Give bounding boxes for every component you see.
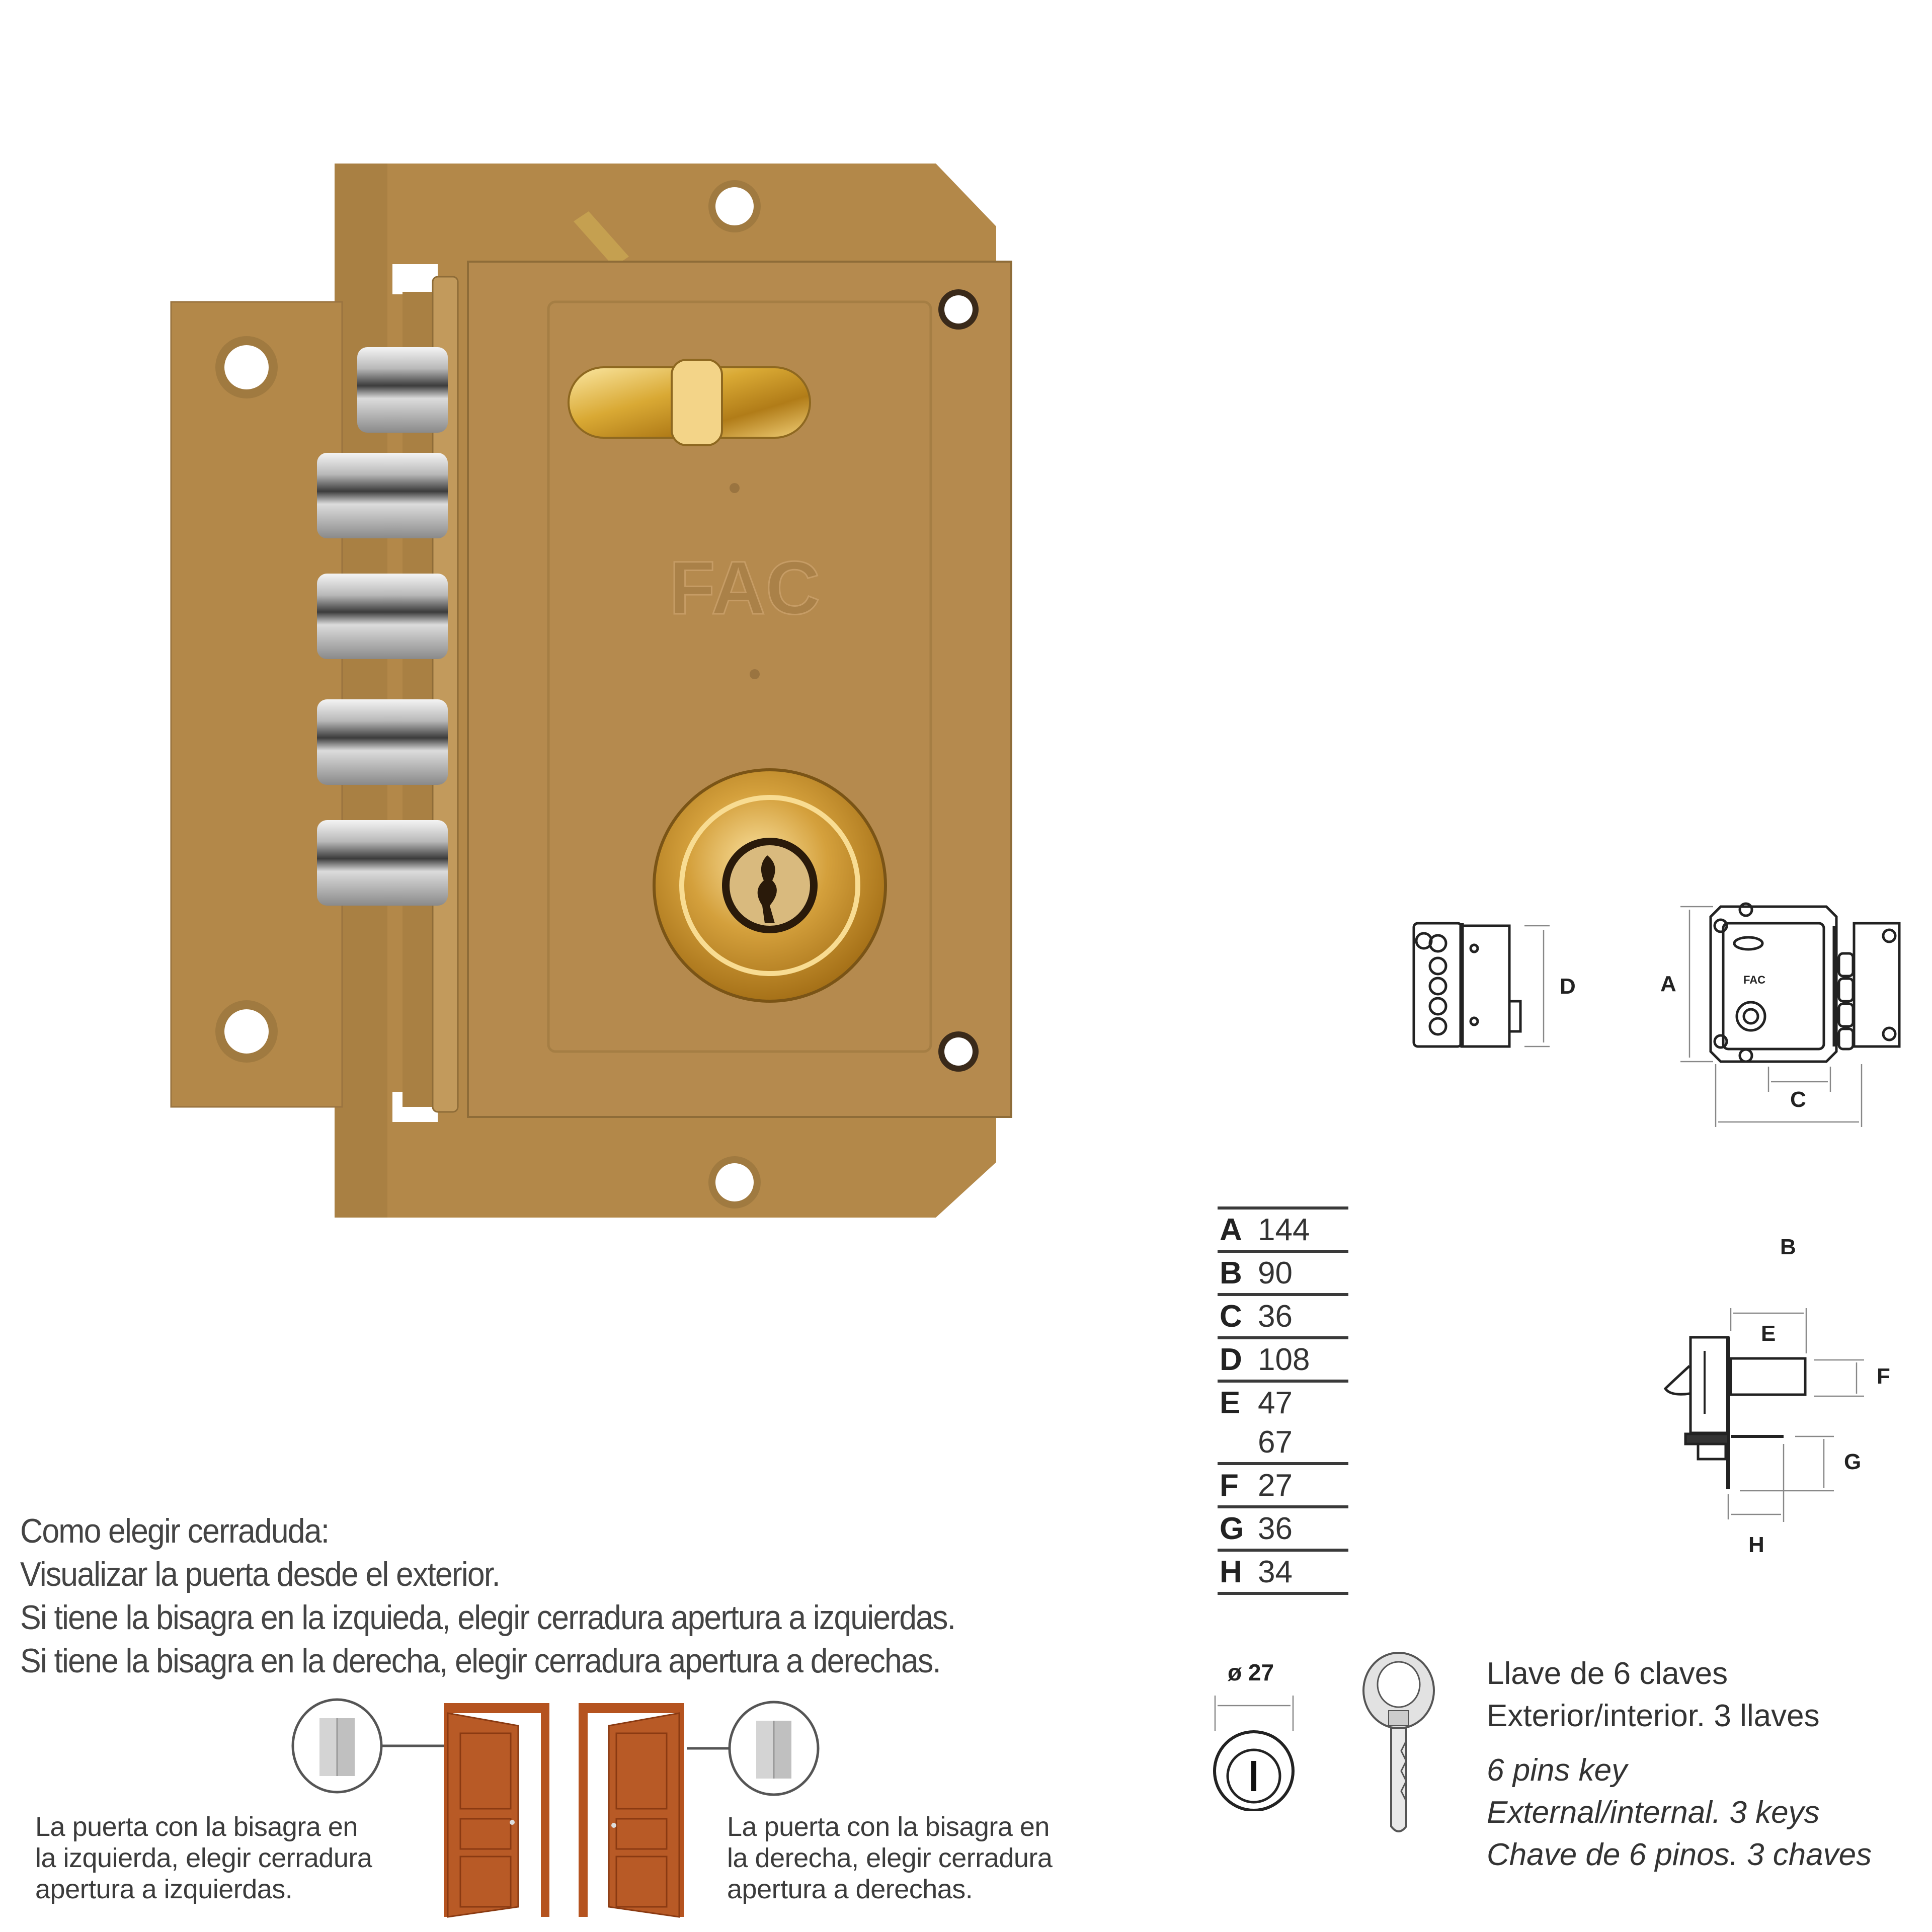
instruction-line: Si tiene la bisagra en la izquieda, eleg… — [20, 1598, 956, 1637]
side-view-drawing: D — [1412, 922, 1576, 1048]
spec-value: 90 — [1258, 1256, 1293, 1291]
caption-line: la derecha, elegir cerradura — [727, 1843, 1053, 1873]
cross-section-drawing: E F G H — [1663, 1308, 1890, 1557]
dim-label-f: F — [1877, 1364, 1890, 1389]
spec-value: 27 — [1258, 1468, 1293, 1503]
front-view-drawing: A FAC C B — [1660, 902, 1901, 1259]
hinge-icon-right — [687, 1701, 820, 1796]
left-door-caption: La puerta con la bisagra en la izquierda… — [35, 1811, 448, 1905]
slide-latch — [568, 359, 811, 446]
key-description: Llave de 6 claves Exterior/interior. 3 l… — [1487, 1653, 1929, 1876]
spec-row-h: H 34 — [1218, 1549, 1348, 1595]
door-illustrations — [291, 1698, 820, 1918]
spec-value: 144 — [1258, 1213, 1310, 1247]
caption-line: la izquierda, elegir cerradura — [35, 1843, 372, 1873]
dim-label-a: A — [1660, 972, 1676, 996]
spec-values: 90 — [1258, 1254, 1293, 1293]
drawing-fac-logo: FAC — [1743, 974, 1765, 986]
spec-value: 34 — [1258, 1555, 1293, 1589]
spec-row-a: A 144 — [1218, 1206, 1348, 1250]
spec-letter: C — [1220, 1299, 1242, 1334]
spec-value: 36 — [1258, 1511, 1293, 1546]
fac-logo: FAC — [669, 545, 820, 630]
spec-values: 108 — [1258, 1340, 1310, 1380]
dim-label-g: G — [1844, 1450, 1861, 1474]
cylinder-diameter-drawing: ø 27 — [1213, 1659, 1295, 1811]
key-desc-en-2: External/internal. 3 keys — [1487, 1795, 1820, 1830]
spec-values: 36 — [1258, 1297, 1293, 1336]
spec-letter: B — [1220, 1256, 1242, 1291]
door-left-hinged — [444, 1703, 549, 1918]
key-desc-es-1: Llave de 6 claves — [1487, 1656, 1728, 1691]
key-icon — [1362, 1652, 1435, 1832]
hinge-icon-left — [291, 1698, 456, 1794]
strike-plate — [170, 301, 343, 1108]
dim-label-d: D — [1560, 974, 1576, 999]
spec-row-d: D 108 — [1218, 1336, 1348, 1380]
spec-letter: G — [1220, 1511, 1244, 1546]
instruction-line: Visualizar la puerta desde el exterior. — [20, 1555, 501, 1593]
spec-row-c: C 36 — [1218, 1293, 1348, 1336]
spec-letter: H — [1220, 1555, 1242, 1589]
spec-value: 108 — [1258, 1342, 1310, 1377]
deadbolts — [317, 347, 448, 906]
instructions-heading: Como elegir cerraduda: — [20, 1512, 330, 1550]
spec-letter: F — [1220, 1468, 1239, 1503]
dim-label-e: E — [1761, 1321, 1776, 1346]
spec-values: 144 — [1258, 1211, 1310, 1250]
caption-line: La puerta con la bisagra en — [35, 1812, 358, 1842]
cylinder-diameter-label: ø 27 — [1228, 1659, 1274, 1685]
spec-value: 67 — [1258, 1425, 1293, 1460]
spec-row-b: B 90 — [1218, 1250, 1348, 1293]
spec-values: 34 — [1258, 1553, 1293, 1592]
key-desc-en-1: 6 pins key — [1487, 1753, 1628, 1788]
spec-row-f: F 27 — [1218, 1462, 1348, 1505]
spec-row-g: G 36 — [1218, 1505, 1348, 1549]
how-to-choose-instructions: Como elegir cerraduda: Visualizar la pue… — [20, 1509, 1177, 1682]
spec-value: 47 — [1258, 1386, 1293, 1420]
key-desc-es-2: Exterior/interior. 3 llaves — [1487, 1699, 1820, 1733]
caption-line: La puerta con la bisagra en — [727, 1812, 1050, 1842]
dim-label-c: C — [1790, 1087, 1806, 1112]
spec-value: 36 — [1258, 1299, 1293, 1334]
right-door-caption: La puerta con la bisagra en la derecha, … — [727, 1811, 1140, 1905]
instruction-line: Si tiene la bisagra en la derecha, elegi… — [20, 1642, 941, 1680]
lock-product-photo: FAC — [170, 164, 1012, 1218]
spec-values: 36 — [1258, 1509, 1293, 1549]
door-right-hinged — [579, 1703, 684, 1918]
dim-label-b: B — [1780, 1235, 1796, 1259]
spec-letter: A — [1220, 1213, 1242, 1247]
key-desc-pt: Chave de 6 pinos. 3 chaves — [1487, 1837, 1872, 1872]
dim-label-h: H — [1748, 1533, 1764, 1557]
spec-letter: D — [1220, 1342, 1242, 1377]
spec-values: 27 — [1258, 1466, 1293, 1505]
key-cylinder — [653, 768, 887, 1003]
caption-line: apertura a izquierdas. — [35, 1874, 293, 1904]
caption-line: apertura a derechas. — [727, 1874, 973, 1904]
lever — [574, 211, 629, 267]
spec-letter: E — [1220, 1386, 1241, 1420]
